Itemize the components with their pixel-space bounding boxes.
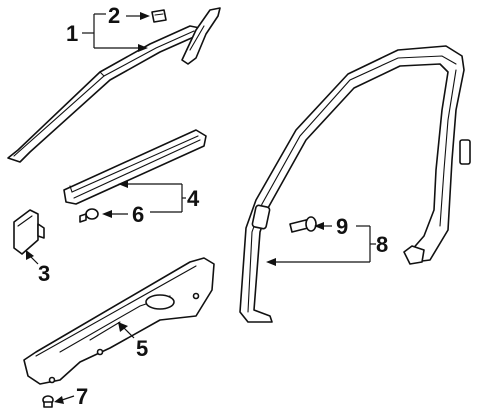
callout-4: 4	[187, 186, 200, 211]
callout-8: 8	[376, 232, 388, 257]
callout-7: 7	[76, 384, 88, 408]
leader-lines	[26, 12, 376, 404]
callout-3: 3	[38, 261, 50, 286]
part-7-screw	[42, 395, 54, 408]
part-3-bracket	[13, 209, 45, 255]
part-1-pillar-trim	[7, 7, 221, 163]
callout-6: 6	[132, 202, 144, 227]
part-9-bolt	[289, 216, 317, 233]
callout-2: 2	[108, 3, 120, 28]
part-8-weatherstrip	[239, 45, 471, 323]
part-6-screw	[79, 208, 99, 223]
callout-5: 5	[136, 336, 148, 361]
callout-9: 9	[336, 214, 348, 239]
part-4-scuff-plate	[63, 129, 207, 205]
callout-1: 1	[66, 21, 78, 46]
part-2-clip	[151, 9, 167, 23]
part-5-sill-panel	[23, 257, 215, 385]
